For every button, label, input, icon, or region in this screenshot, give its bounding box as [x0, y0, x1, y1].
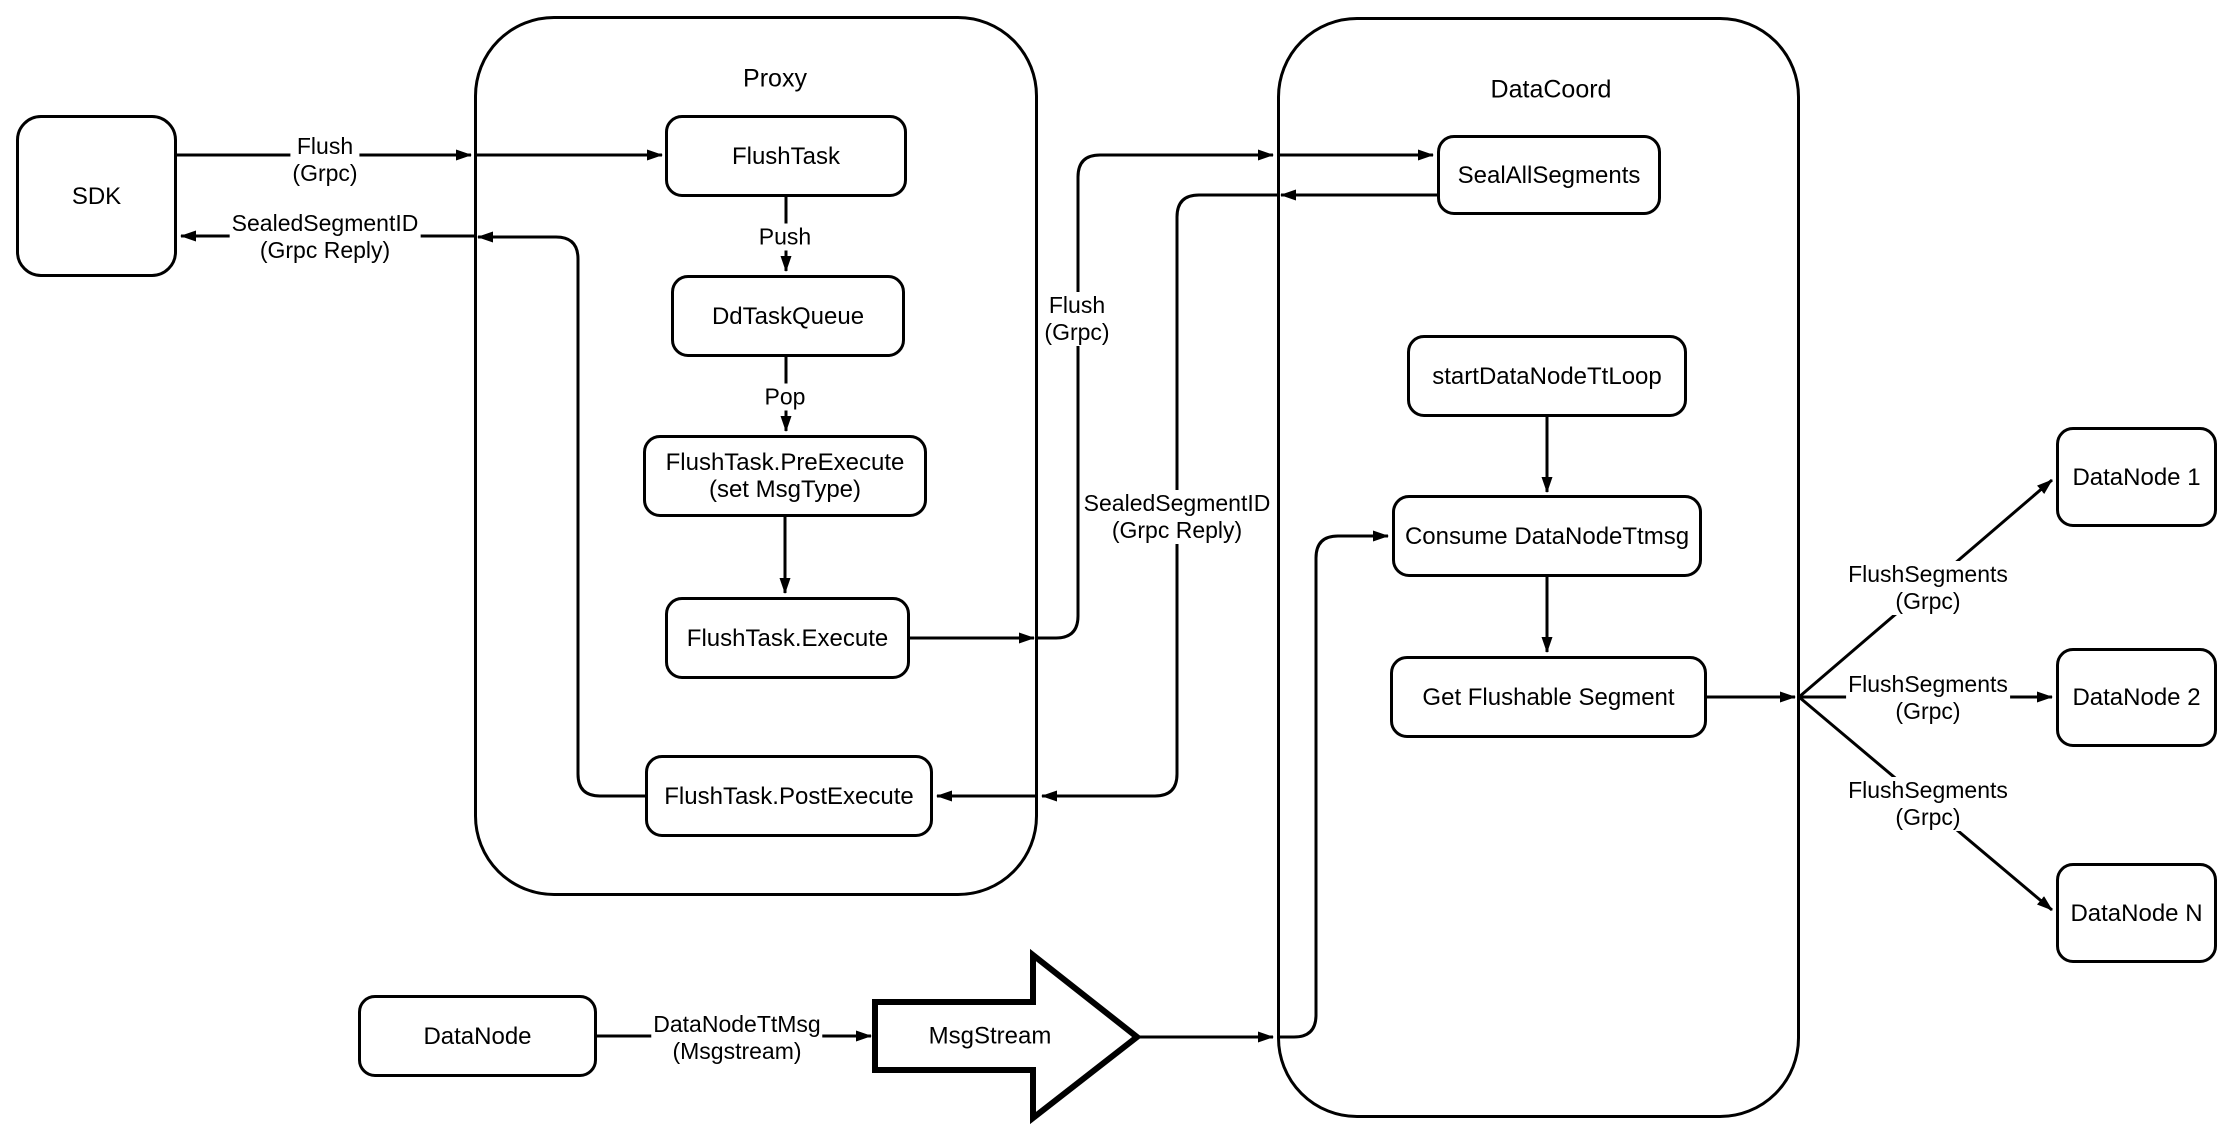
edge-label-flushsegments-1: FlushSegments (Grpc): [1846, 561, 2010, 615]
msgstream-label: MsgStream: [928, 1022, 1052, 1050]
edge-datacoord-border-to-consume: [1277, 530, 1389, 1039]
edge-label-pop: Pop: [762, 383, 808, 411]
edge-label-sealedsegmentid-mid: SealedSegmentID (Grpc Reply): [1081, 490, 1273, 544]
edge-flush-to-datacoord-border: [1038, 149, 1274, 640]
node-startdatanodettloop: startDataNodeTtLoop: [1407, 335, 1687, 417]
edge-label-flush-grpc-sdk: Flush (Grpc): [290, 133, 360, 187]
proxy-container-title: Proxy: [743, 64, 807, 93]
node-datanode1: DataNode 1: [2056, 427, 2217, 527]
node-datanoden: DataNode N: [2056, 863, 2217, 963]
node-sealallsegments: SealAllSegments: [1437, 135, 1661, 215]
node-datanode: DataNode: [358, 995, 597, 1077]
node-getflushablesegment: Get Flushable Segment: [1390, 656, 1707, 738]
node-flushtask: FlushTask: [665, 115, 907, 197]
edge-postexecute-to-proxy-border: [477, 231, 645, 798]
msgstream-arrow-shape: [872, 948, 1142, 1125]
datacoord-container: [1277, 17, 1800, 1118]
node-consumedatanodettmsg: Consume DataNodeTtmsg: [1392, 495, 1702, 577]
node-ddtaskqueue: DdTaskQueue: [671, 275, 905, 357]
edge-label-flushsegments-2: FlushSegments (Grpc): [1846, 671, 2010, 725]
datacoord-container-title: DataCoord: [1490, 75, 1612, 104]
node-datanode2: DataNode 2: [2056, 648, 2217, 747]
edge-label-push: Push: [756, 223, 814, 251]
node-preexecute: FlushTask.PreExecute (set MsgType): [643, 435, 927, 517]
edge-label-sealedsegmentid-sdk: SealedSegmentID (Grpc Reply): [229, 210, 421, 264]
node-postexecute: FlushTask.PostExecute: [645, 755, 933, 837]
node-sdk: SDK: [16, 115, 177, 277]
node-execute: FlushTask.Execute: [665, 597, 910, 679]
proxy-container: [474, 16, 1038, 896]
edge-label-flush-grpc-mid: Flush (Grpc): [1042, 292, 1112, 346]
edge-label-flushsegments-n: FlushSegments (Grpc): [1846, 777, 2010, 831]
edge-label-datanodettmsg: DataNodeTtMsg (Msgstream): [651, 1011, 823, 1065]
